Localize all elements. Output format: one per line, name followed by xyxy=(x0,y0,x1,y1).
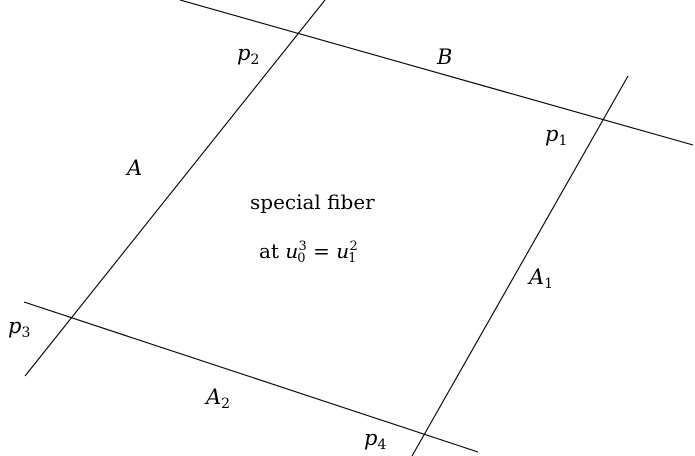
label-line-A2-name: A xyxy=(206,385,222,409)
eq-sup1: 3 xyxy=(298,239,307,254)
label-line-A2: A2 xyxy=(206,385,231,412)
label-line-B: B xyxy=(437,47,452,68)
center-label-prefix: at xyxy=(259,239,279,263)
label-point-p3: p3 xyxy=(8,314,31,341)
label-line-B-name: B xyxy=(437,45,453,69)
eq-sub2: 1 xyxy=(348,251,357,266)
center-label-line2: at u03 = u12 xyxy=(259,240,358,265)
center-label-line1: special fiber xyxy=(250,192,375,212)
label-line-A1: A1 xyxy=(529,265,554,292)
label-point-p3-name: p xyxy=(8,314,22,338)
label-point-p4-name: p xyxy=(364,426,378,450)
eq-sub1: 0 xyxy=(297,251,306,266)
label-line-A1-name: A xyxy=(529,265,545,289)
label-point-p3-sub: 3 xyxy=(21,325,31,341)
label-point-p2: p2 xyxy=(237,41,260,68)
label-point-p1-sub: 1 xyxy=(558,133,568,149)
line-B xyxy=(179,0,694,146)
label-point-p2-sub: 2 xyxy=(250,52,260,68)
line-A xyxy=(24,0,326,377)
label-point-p1-name: p xyxy=(545,122,559,146)
line-A2 xyxy=(23,301,479,453)
center-label-text: special fiber xyxy=(250,190,375,214)
label-point-p4-sub: 4 xyxy=(377,437,387,453)
label-line-A2-sub: 2 xyxy=(221,396,231,412)
label-line-A: A xyxy=(127,158,142,179)
eq-sup2: 2 xyxy=(349,239,358,254)
label-point-p4: p4 xyxy=(364,426,387,453)
label-point-p1: p1 xyxy=(545,122,568,149)
eq-op: = xyxy=(313,239,330,263)
label-line-A1-sub: 1 xyxy=(544,276,554,292)
label-line-A-name: A xyxy=(127,156,143,180)
label-point-p2-name: p xyxy=(237,41,251,65)
eq-var2: u xyxy=(336,239,350,263)
eq-var1: u xyxy=(285,239,299,263)
line-A1 xyxy=(411,75,629,456)
